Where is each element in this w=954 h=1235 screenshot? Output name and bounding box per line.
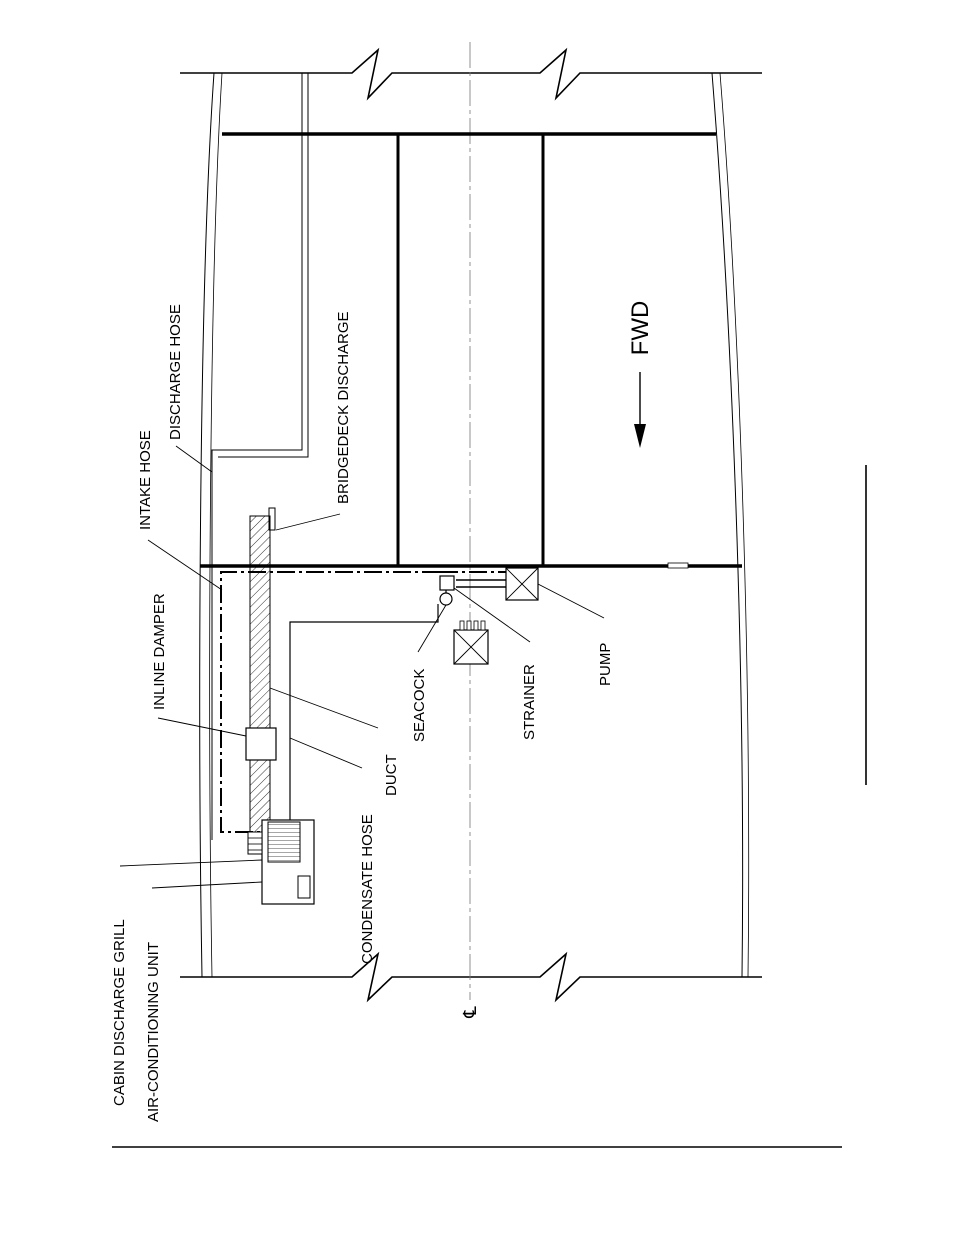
label-duct: DUCT — [383, 754, 400, 796]
label-condensate-hose: CONDENSATE HOSE — [359, 814, 376, 964]
hull-side-right-outer — [711, 72, 744, 978]
top-break-line — [180, 47, 762, 101]
condensate-hose — [289, 604, 439, 820]
leader-bridgedeck-discharge — [275, 513, 341, 531]
centerline-symbol: ℄ — [460, 1006, 481, 1019]
ac-unit-blower — [267, 821, 301, 863]
leader-lines — [119, 445, 605, 889]
label-air-conditioning-unit: AIR-CONDITIONING UNIT — [145, 942, 162, 1122]
pump-motor — [453, 620, 489, 665]
leader-duct — [269, 687, 379, 729]
pump-motor-cross-2 — [453, 629, 489, 665]
hull-outline — [180, 47, 762, 1003]
leader-cabin-discharge-grill — [119, 859, 263, 867]
leader-seacock — [417, 604, 447, 653]
pump-motor-terminal-1 — [459, 620, 465, 631]
intake-hose — [220, 571, 440, 833]
leader-inline-damper — [157, 717, 247, 737]
pump-outlet-line — [456, 579, 506, 588]
pump-motor-terminal-4 — [480, 620, 486, 631]
inline-damper — [245, 727, 277, 761]
label-pump: PUMP — [597, 643, 614, 686]
leader-intake-hose — [147, 539, 223, 591]
ac-unit-control-box — [297, 875, 311, 899]
label-intake-hose: INTAKE HOSE — [137, 430, 154, 530]
discharge-hose — [211, 73, 303, 840]
hull-side-left-inner — [209, 72, 223, 978]
cabin-discharge-grill — [247, 831, 263, 855]
bulkhead-cutout — [667, 562, 689, 569]
pump-motor-terminal-3 — [473, 620, 479, 631]
label-bridgedeck-discharge: BRIDGEDECK DISCHARGE — [335, 311, 352, 504]
label-cabin-discharge-grill: CABIN DISCHARGE GRILL — [111, 919, 128, 1106]
air-conditioning-unit — [247, 819, 315, 905]
seawater-components — [439, 567, 539, 665]
leader-strainer — [453, 587, 531, 643]
leader-pump — [537, 583, 605, 619]
label-inline-damper: INLINE DAMPER — [151, 593, 168, 710]
hull-side-left-outer — [199, 72, 215, 978]
label-seacock: SEACOCK — [411, 669, 428, 742]
strainer — [439, 575, 455, 591]
structure — [200, 132, 742, 569]
leader-air-conditioning-unit — [151, 881, 263, 889]
pump-motor-terminal-2 — [466, 620, 472, 631]
duct — [249, 515, 271, 853]
leader-condensate-hose — [289, 737, 363, 769]
label-strainer: STRAINER — [521, 664, 538, 740]
leader-discharge-hose — [175, 445, 213, 473]
forward-label: FWD — [627, 301, 654, 356]
pump-cross-2 — [505, 567, 539, 601]
forward-arrow: FWD — [627, 301, 654, 448]
discharge-hose-inner — [218, 73, 309, 458]
label-discharge-hose: DISCHARGE HOSE — [167, 304, 184, 440]
bottom-break-line — [180, 951, 762, 1003]
forward-arrow-head — [634, 424, 646, 448]
pump — [505, 567, 539, 601]
labels: DISCHARGE HOSE INTAKE HOSE BRIDGEDECK DI… — [111, 304, 614, 1122]
seacock — [439, 592, 453, 606]
hull-side-right-inner — [719, 72, 750, 978]
